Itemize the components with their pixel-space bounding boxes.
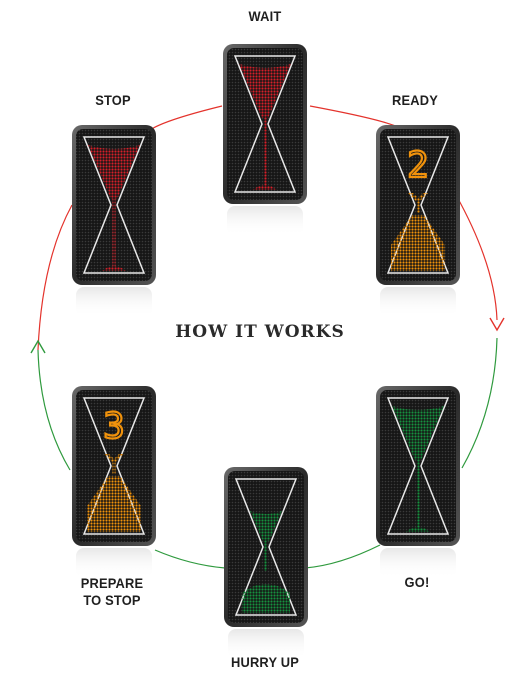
timer-go <box>376 386 460 578</box>
timer-reflection <box>76 548 152 578</box>
countdown-digit: 3 <box>103 406 125 447</box>
timer-prepare: 3 <box>72 386 156 578</box>
timer-wait <box>223 44 307 236</box>
diagram-title: HOW IT WORKS <box>130 322 390 342</box>
timer-reflection <box>380 287 456 317</box>
label-wait: WAIT <box>224 8 307 25</box>
timer-reflection <box>76 287 152 317</box>
timer-ready: 2 <box>376 125 460 317</box>
label-stop: STOP <box>72 92 155 109</box>
label-ready: READY <box>374 92 457 109</box>
timer-hurry <box>224 467 308 659</box>
timer-stop <box>72 125 156 317</box>
label-hurry-up: HURRY UP <box>219 654 311 671</box>
label-go: GO! <box>376 574 459 591</box>
countdown-digit: 2 <box>407 145 429 186</box>
timer-reflection <box>227 206 303 236</box>
